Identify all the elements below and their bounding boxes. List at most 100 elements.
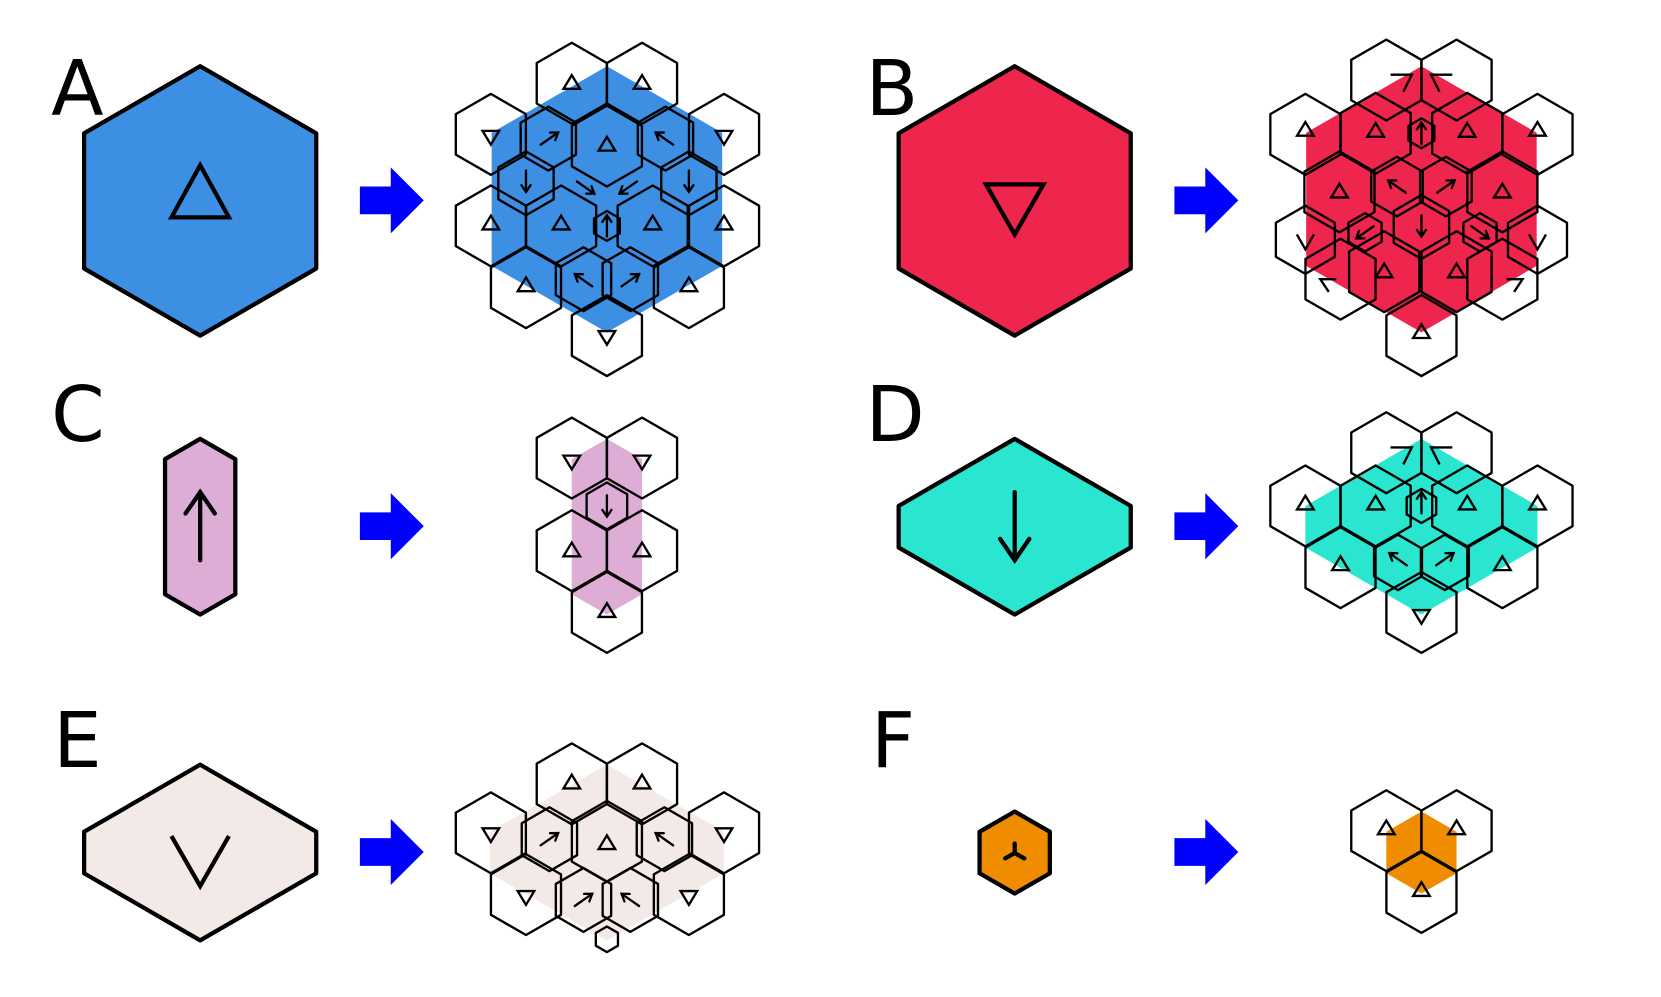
arrow-shaft [1388,551,1408,567]
arrow-head [629,272,641,283]
triangle-down-icon [515,889,537,908]
arrow-shaft [1387,179,1407,194]
hex-cell [635,806,694,873]
hex-cell [1303,150,1376,234]
triangle-up-icon [561,540,583,558]
source-shape-a [81,64,319,338]
panel-label-e: E [53,697,101,786]
flag-icon [1506,277,1525,293]
arrow-head [183,488,217,516]
flag-icon [1429,73,1453,93]
arrow-shaft [654,831,675,847]
panel-label-f: F [871,697,915,786]
tri-star-stroke [1012,850,1027,861]
triangle-up-icon [596,601,618,619]
triangle-up-icon [1329,181,1350,199]
arrow-icon [1415,120,1428,146]
hex-cell [570,104,644,188]
arrow-head [1386,179,1398,190]
triangle-down-icon [982,182,1048,239]
triangle-up-icon [1330,554,1351,572]
arrow-head [582,892,594,903]
triangle-up-icon [1411,879,1432,898]
arrow-icon [620,272,641,288]
triangle-up-icon [1491,554,1513,572]
arrow-head [1444,551,1456,562]
hex-cell [1405,487,1438,525]
triangle-up-icon [631,772,653,790]
arrow-shaft [539,831,560,847]
hex-cell [570,293,644,378]
arrow-icon [601,213,613,238]
triangle-up-icon [515,275,537,293]
transform-arrow-icon [1174,818,1239,886]
arrow-head [1415,120,1428,131]
hex-cell [1407,117,1436,150]
arrow-head [1479,229,1491,240]
tiling-c [535,416,679,655]
panel-label-d: D [866,371,925,460]
hex-cell [1385,293,1458,378]
panel-label-b: B [866,45,919,134]
hex-cell [1369,155,1424,218]
arrow-icon [653,131,675,146]
triangle-up-icon [1411,322,1432,340]
tiling-f [1350,789,1493,935]
triangle-up-icon [596,833,618,851]
arrow-shaft [1355,225,1375,240]
triangle-up-icon [642,213,664,231]
flag-icon [1390,73,1414,93]
tiling-fill-b [1306,66,1537,333]
arrow-icon [1436,179,1457,194]
arrow-icon [619,892,641,908]
arrow-icon [1434,551,1456,567]
arrow-head [997,536,1032,565]
hex-cell [605,41,679,125]
arrow-shaft [620,272,641,288]
hex-cell [1347,211,1383,253]
arrow-shaft [1436,179,1456,194]
arrow-shaft [575,180,596,195]
arrow-up-icon [183,488,217,563]
triangle-up-icon [167,160,233,220]
arrow-shaft [654,131,675,146]
triangle-down-icon [561,454,583,472]
triangle-up-icon [596,134,618,152]
arrow-head [619,892,631,903]
flag-icon [1429,446,1453,465]
hex-cell [601,246,660,313]
arrow-shaft [573,272,594,288]
hex-cell [554,246,613,313]
arrow-head [601,508,613,519]
arrow-icon [617,180,639,195]
triangle-down-icon [596,329,618,348]
arrow-icon [1354,225,1375,240]
hex-cell [616,184,689,268]
panel-label-a: A [51,45,103,134]
triangle-down-icon [713,827,735,845]
triangle-up-icon [1446,261,1467,279]
panel-label-c: C [51,371,105,460]
source-shape-e [81,762,319,943]
hex-cell [592,209,621,243]
triangle-up-icon [550,213,572,231]
triangle-up-icon [678,275,700,293]
triangle-down-icon [713,129,735,147]
hex-cell [554,866,613,934]
tri-star-icon [1002,841,1027,861]
hex-cell [1347,230,1421,314]
hex-cell [636,105,695,172]
transform-arrow-icon [1174,167,1239,234]
arrow-head [683,184,695,194]
hex-cell [605,416,679,500]
triangle-up-icon [1294,119,1316,137]
triangle-down-icon [678,889,700,908]
triangle-up-icon [631,540,653,558]
triangle-up-icon [1446,818,1467,836]
tiling-b [1269,38,1574,378]
arrow-icon [575,180,597,195]
arrow-head [548,831,560,842]
triangle-up-icon [1365,120,1387,138]
